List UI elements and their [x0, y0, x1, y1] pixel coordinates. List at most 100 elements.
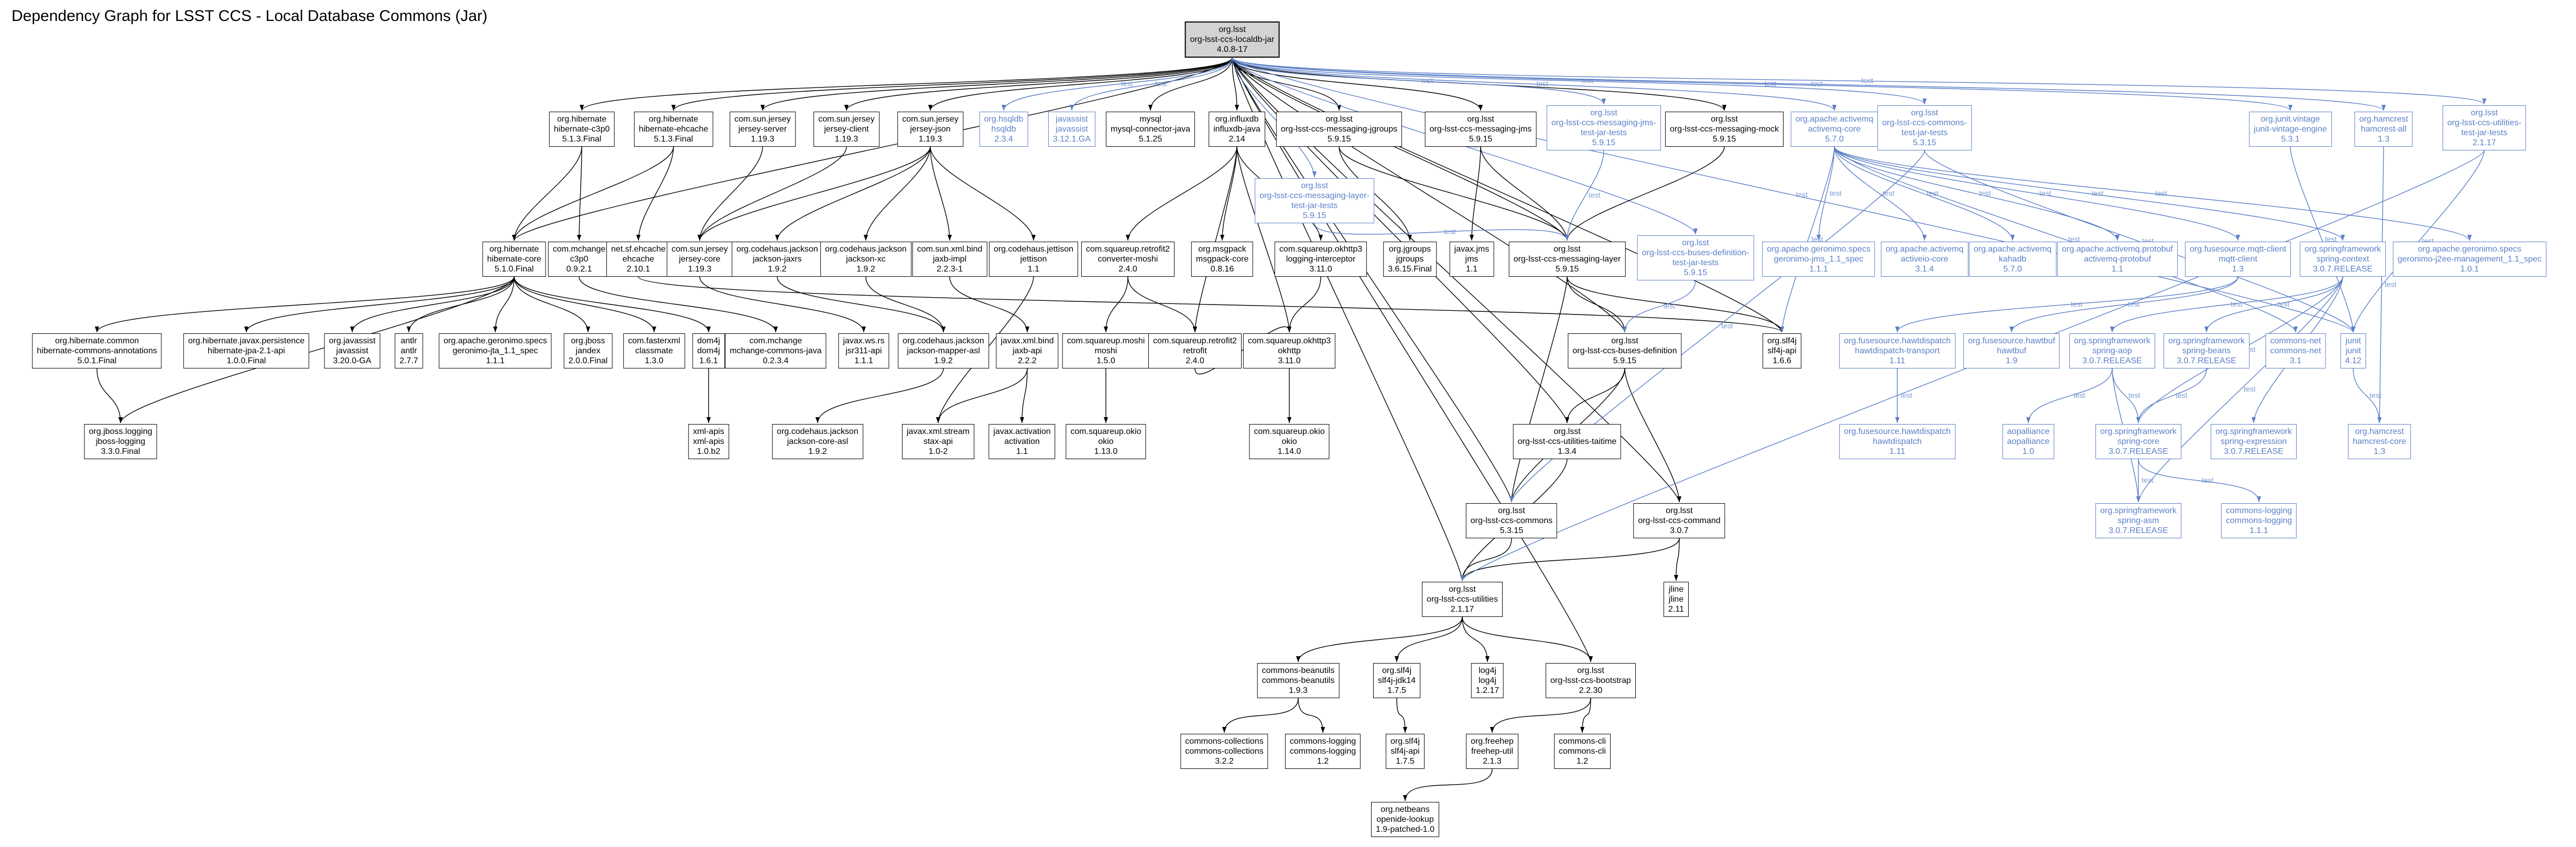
node-label-line: openide-lookup — [1376, 815, 1434, 824]
edge-log-interceptor-okhttp — [1287, 276, 1321, 333]
edge-test-label: test — [2325, 235, 2337, 243]
node-label-line: org.apache.geronimo.specs — [443, 336, 547, 345]
edge-root-influxdb — [1232, 57, 1240, 111]
node-label-line: org.fusesource.hawtbuf — [1968, 336, 2056, 345]
node-label-line: 1.19.3 — [688, 265, 712, 274]
edge-bootstrap-freehep-util — [1490, 698, 1591, 733]
node-label-line: org.hamcrest — [2359, 115, 2408, 124]
node-label-line: org.fusesource.mqtt-client — [2189, 245, 2287, 254]
node-label-line: 1.11 — [1889, 447, 1905, 456]
node-label-line: org.codehaus.jackson — [903, 336, 984, 345]
node-label-line: org-lsst-ccs-command — [1638, 516, 1721, 525]
node-label-line: 1.9.2 — [856, 265, 875, 274]
edge-test-label: test — [1811, 80, 1823, 88]
node-label-line: org.jgroups — [1388, 245, 1431, 254]
node-label-line: jackson-core-asl — [787, 437, 849, 446]
node-label-line: org.codehaus.jackson — [777, 427, 858, 436]
edge-root-hib-c3p0 — [580, 57, 1233, 111]
node-label-line: 1.2.17 — [1475, 686, 1499, 695]
edge-influxdb-retrofit — [1192, 146, 1237, 333]
edge-test-label: test — [1444, 227, 1456, 236]
edge-hib-core-hib-commons-ann — [94, 276, 515, 333]
node-label-line: 5.1.3.Final — [562, 135, 602, 144]
node-label-line: 5.7.0 — [1825, 135, 1844, 144]
node-label-line: org.lsst — [1611, 336, 1638, 345]
node-label-line: 1.1.1 — [2249, 526, 2268, 535]
node-label-line: org.freehep — [1471, 737, 1514, 746]
edge-hamcrest-all-hamcrest-core — [2377, 146, 2384, 424]
node-label-line: commons-collections — [1185, 737, 1264, 746]
edge-root-utilities — [1232, 57, 1465, 581]
edge-root-msg-layer — [1232, 57, 1570, 241]
node-label-line: org.apache.activemq — [1885, 245, 1964, 254]
edge-command-jline — [1673, 538, 1680, 581]
edge-test-label: test — [1589, 191, 1601, 199]
node-label-line: 3.1.4 — [1915, 265, 1934, 274]
node-label-line: 5.9.15 — [1327, 135, 1351, 144]
node-label-line: org.lsst — [1219, 25, 1246, 34]
node-label-line: org-lsst-ccs-bootstrap — [1550, 676, 1631, 685]
edge-hib-core-hib-jpa — [244, 276, 515, 333]
node-label-line: 5.7.0 — [2003, 265, 2022, 274]
node-label-line: 5.3.15 — [1912, 138, 1937, 147]
node-label-line: 2.10.1 — [626, 265, 650, 274]
node-label-line: slf4j-jdk14 — [1377, 676, 1416, 685]
edge-spring-context-spring-aop — [2110, 276, 2343, 333]
edge-hib-core-javassist — [350, 276, 515, 333]
node-label-line: 2.1.3 — [1483, 757, 1502, 766]
edge-jersey-json-jackson-jaxrs — [775, 146, 931, 241]
node-label-line: hawtdispatch-transport — [1855, 346, 1940, 355]
edge-influxdb-conv-moshi — [1125, 146, 1237, 241]
node-label-line: org-lsst-ccs-utilities- — [2447, 118, 2521, 127]
node-label-line: hibernate-ehcache — [638, 125, 709, 134]
node-label-line: 5.9.15 — [1613, 356, 1637, 365]
node-label-line: 3.0.7.RELEASE — [2082, 356, 2142, 365]
node-label-line: jsr311-api — [845, 346, 882, 355]
node-label-line: org.lsst — [1498, 506, 1525, 515]
edge-jackson-xc-jackson-mapper — [865, 276, 946, 333]
node-label-line: hawtdispatch — [1873, 437, 1922, 446]
node-label-line: javassist — [1056, 125, 1088, 134]
node-label-line: javax.activation — [993, 427, 1051, 436]
node-label-line: hsqldb — [991, 125, 1016, 134]
node-label-line: dom4j — [697, 346, 720, 355]
node-label-line: 1.3 — [2232, 265, 2244, 274]
edge-activemq-core-activeio — [1834, 146, 1927, 241]
node-label-line: jaxb-impl — [932, 255, 966, 264]
node-label-line: 1.0 — [2022, 447, 2035, 456]
node-label-line: javassist — [1056, 115, 1088, 124]
edge-beanutils-commons-logging12 — [1298, 698, 1325, 733]
node-label-line: org-lsst-ccs-buses-definition — [1572, 346, 1677, 355]
node-label-line: org.lsst — [1467, 115, 1494, 124]
edge-slf4j-jdk14-slf4j-api175 — [1396, 698, 1408, 733]
edge-junit-hamcrest-core — [2353, 368, 2382, 424]
node-label-line: spring-expression — [2220, 437, 2287, 446]
node-label-line: com.squareup.okhttp3 — [1279, 245, 1363, 254]
edge-root-slf4j166 — [1232, 57, 1784, 333]
node-label-line: 5.9.15 — [1683, 268, 1708, 277]
node-label-line: 3.2.2 — [1215, 757, 1234, 766]
node-label-line: 2.7.7 — [399, 356, 418, 365]
node-label-line: org.apache.activemq — [1973, 245, 2052, 254]
edge-hib-c3p0-hib-core — [512, 146, 582, 241]
edge-retrofit-okhttp — [1194, 326, 1292, 375]
edge-utilities-log4j — [1462, 616, 1490, 663]
